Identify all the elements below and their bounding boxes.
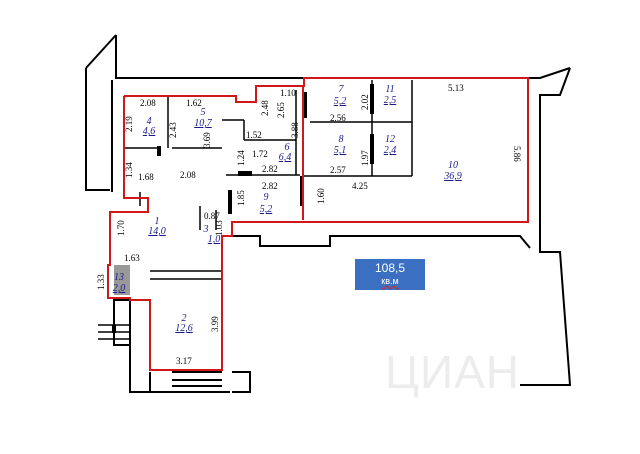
room-label-13: 13 <box>114 272 124 283</box>
room-area-8: 5,1 <box>334 145 347 156</box>
dimension-label: 0.87 <box>204 211 220 221</box>
dimension-label: 2.19 <box>124 116 134 132</box>
room-label-5: 5 <box>201 107 206 118</box>
room-area-4: 4,6 <box>143 126 156 137</box>
total-area-unit: кв.м <box>381 276 399 286</box>
room-area-9: 5,2 <box>260 204 273 215</box>
room-label-4: 4 <box>147 116 152 127</box>
dimension-label: 2.08 <box>180 170 196 180</box>
dimension-label: 3.99 <box>210 316 220 332</box>
dimension-label: 1.70 <box>116 220 126 236</box>
room-area-5: 10,7 <box>194 118 213 129</box>
dimension-label: 1.10 <box>280 88 296 98</box>
room-label-2: 2 <box>182 313 187 324</box>
room-label-12: 12 <box>385 134 395 145</box>
dimension-label: 1.60 <box>316 188 326 204</box>
room-area-6: 6,4 <box>279 152 292 163</box>
dimension-label: 2.08 <box>140 98 156 108</box>
dimension-label: 3.17 <box>176 356 192 366</box>
dimension-label: 2.65 <box>276 102 286 118</box>
room-area-13: 2,0 <box>113 283 126 294</box>
dimension-label: 1.97 <box>360 150 370 166</box>
dimension-label: 1.85 <box>236 190 246 206</box>
dimension-label: 5.86 <box>512 146 522 162</box>
room-area-11: 2,5 <box>384 95 397 106</box>
dimension-label: 1.52 <box>246 130 262 140</box>
dimension-label: 1.03 <box>214 220 224 236</box>
dimension-label: 2.82 <box>262 164 278 174</box>
total-area-badge: 108,5 кв.м <box>355 259 425 290</box>
room-label-11: 11 <box>385 84 394 95</box>
dimension-label: 2.48 <box>260 100 270 116</box>
room-area-1: 14,0 <box>148 226 166 237</box>
walls <box>85 34 572 393</box>
room-area-7: 5,2 <box>334 96 347 107</box>
dimension-label: 1.34 <box>124 162 134 178</box>
room-label-1: 1 <box>155 216 160 227</box>
room-label-8: 8 <box>339 134 344 145</box>
dimension-label: 4.25 <box>352 181 368 191</box>
room-area-3: 1,0 <box>208 234 221 245</box>
room-area-12: 2,4 <box>384 145 397 156</box>
dimension-label: 1.63 <box>124 253 140 263</box>
dimension-label: 1.62 <box>186 98 202 108</box>
dimension-label: 2.82 <box>262 181 278 191</box>
room-label-9: 9 <box>264 192 269 203</box>
room-label-3: 3 <box>203 224 209 235</box>
room-labels: 1 14,0 2 12,6 3 1,0 4 4,6 5 10,7 6 6,4 7… <box>113 84 462 334</box>
dimension-labels: 2.08 2.19 2.43 1.62 2.48 2.65 1.10 3.69 … <box>96 83 522 366</box>
dimension-label: 1.33 <box>96 274 106 290</box>
room-area-2: 12,6 <box>175 323 193 334</box>
room-area-10: 36,9 <box>443 171 462 182</box>
dimension-label: 1.24 <box>236 150 246 166</box>
total-area-value: 108,5 <box>374 261 406 275</box>
dimension-label: 5.13 <box>448 83 464 93</box>
watermark: ЦИАН <box>385 346 520 398</box>
room-label-6: 6 <box>285 142 290 153</box>
dimension-label: 2.57 <box>330 165 346 175</box>
dimension-label: 2.02 <box>360 94 370 110</box>
room-label-7: 7 <box>339 84 345 95</box>
premises-outline <box>107 77 529 371</box>
dimension-label: 1.68 <box>138 172 154 182</box>
dimension-label: 2.56 <box>330 113 346 123</box>
room-label-10: 10 <box>448 160 458 171</box>
dimension-label: 3.88 <box>290 122 300 138</box>
dimension-label: 1.72 <box>252 149 268 159</box>
dimension-label: 3.69 <box>202 132 212 148</box>
dimension-label: 2.43 <box>168 122 178 138</box>
